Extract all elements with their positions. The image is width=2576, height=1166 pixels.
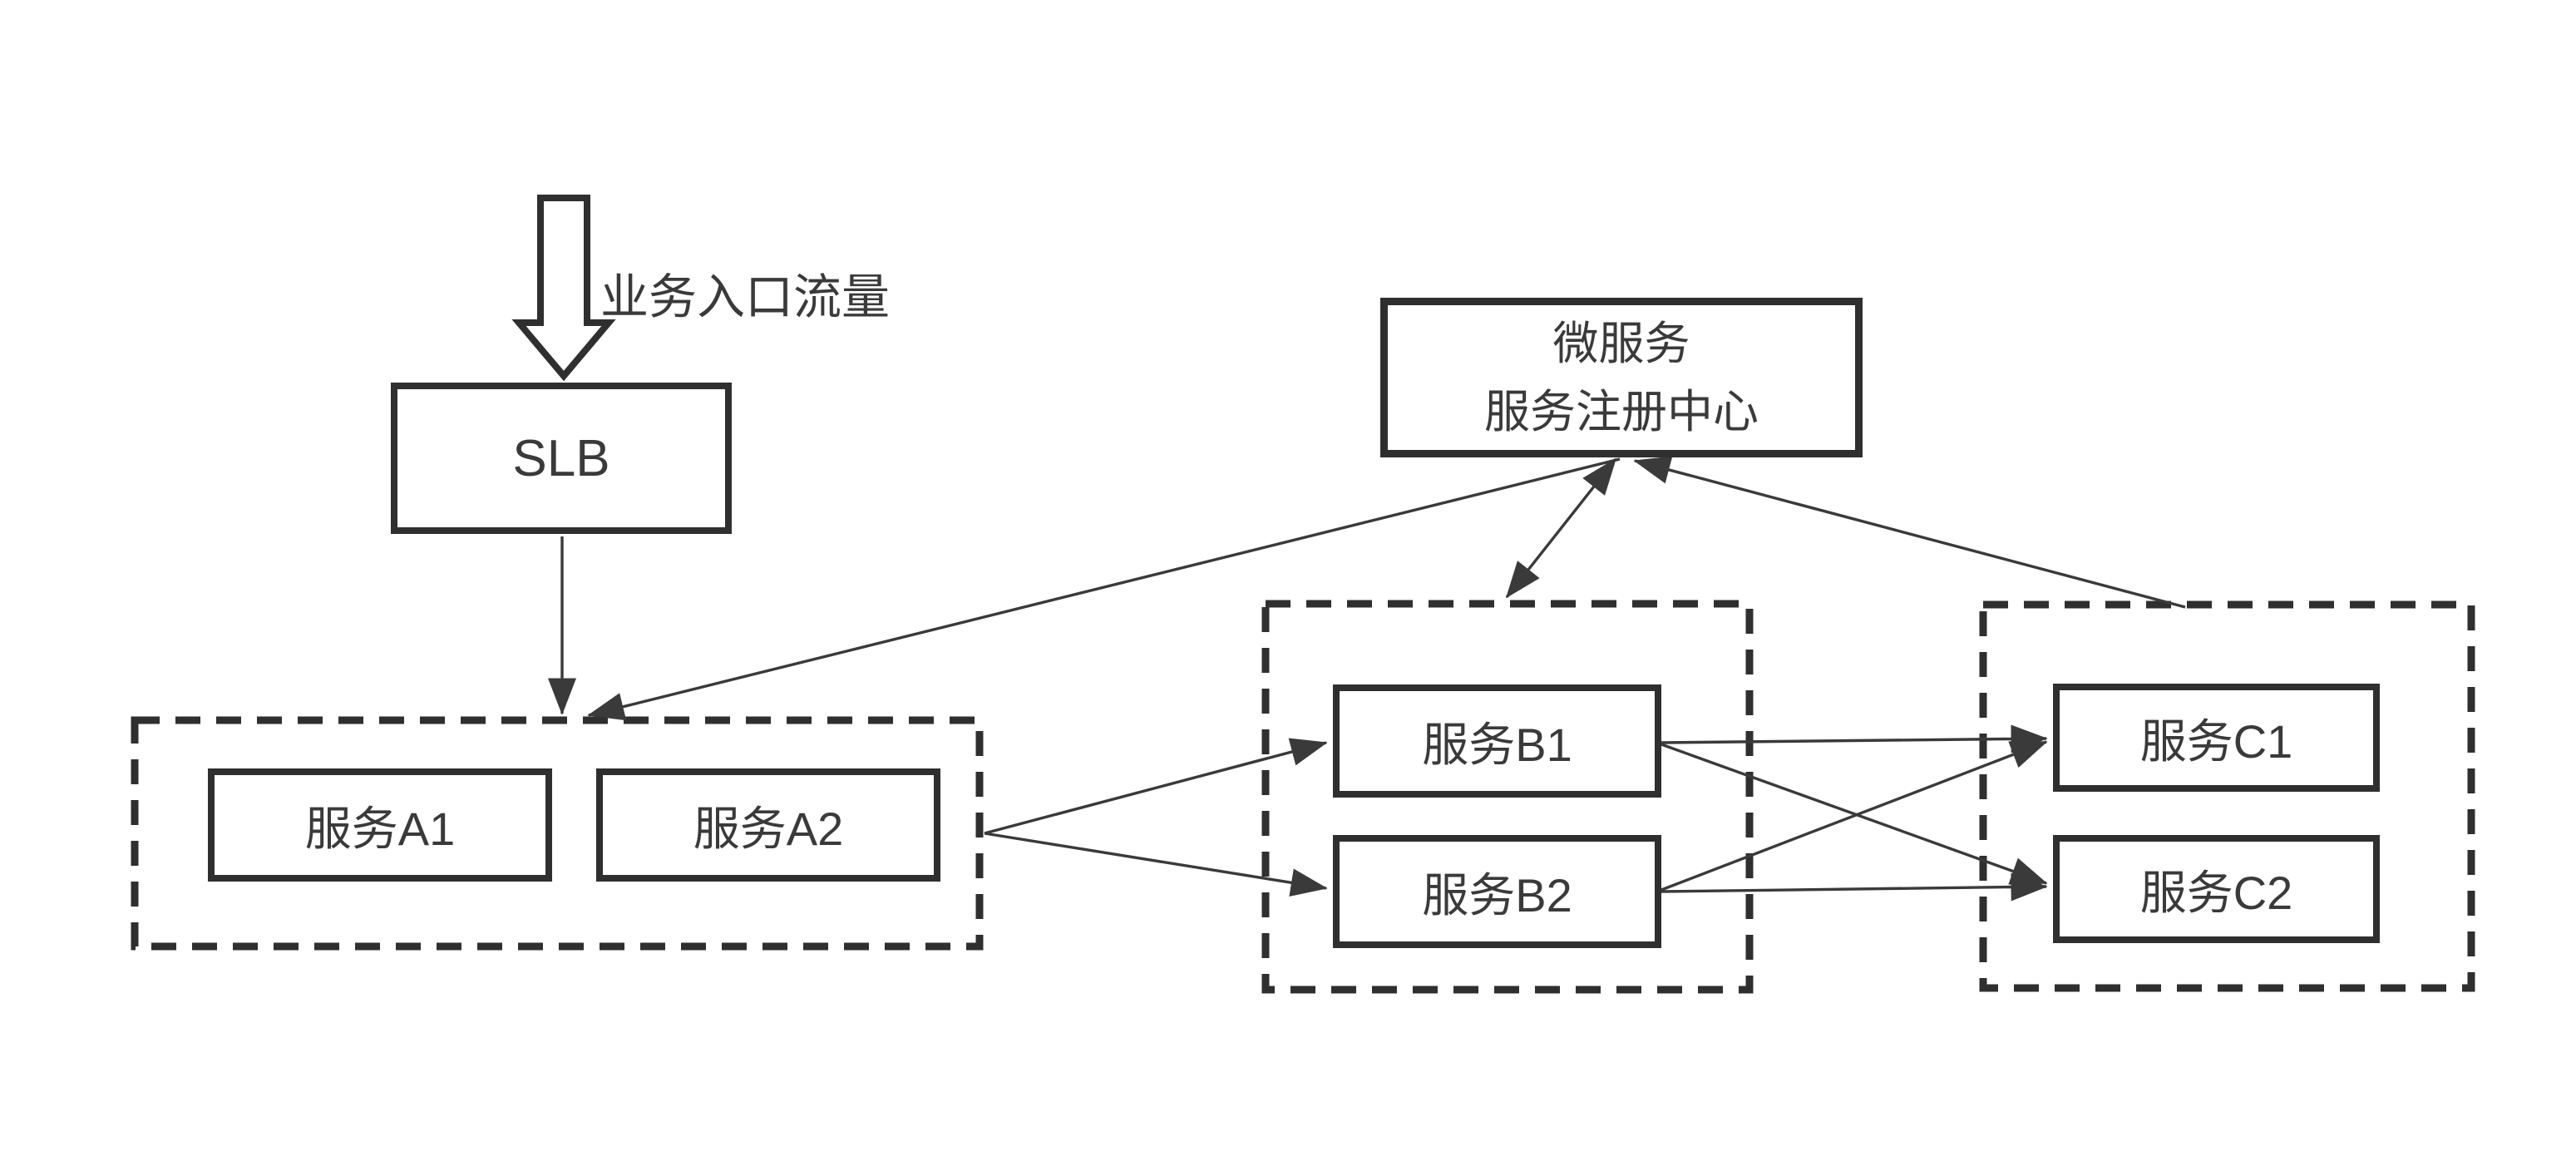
node-service-b2: 服务B2: [1333, 835, 1661, 948]
edge-b2-to-c1: [1661, 740, 2048, 892]
node-service-c2: 服务C2: [2053, 835, 2380, 943]
edge-b2-to-c2: [1661, 872, 2048, 902]
node-service-a2-label: 服务A2: [693, 802, 844, 855]
node-slb: SLB: [391, 383, 732, 534]
edge-registry-to-group-a: [587, 457, 1621, 721]
node-registry-label-line2: 服务注册中心: [1483, 386, 1759, 437]
node-service-b1-label: 服务B1: [1422, 718, 1572, 771]
node-service-c2-label: 服务C2: [2139, 866, 2293, 919]
edge-group-a-to-b1: [984, 738, 1328, 835]
node-registry-label-line1: 微服务: [1552, 318, 1690, 369]
node-service-c1: 服务C1: [2053, 684, 2380, 792]
node-service-c1-label: 服务C1: [2139, 714, 2293, 768]
node-registry: 微服务 服务注册中心: [1380, 298, 1863, 457]
edge-registry-group-b: [1505, 457, 1617, 599]
node-service-b2-label: 服务B2: [1422, 868, 1572, 921]
node-slb-label: SLB: [512, 429, 610, 487]
node-service-b1: 服务B1: [1333, 684, 1661, 798]
edge-b1-to-c2: [1661, 743, 2048, 885]
group-c-boundary: [1979, 600, 2475, 992]
traffic-arrow-icon: [511, 195, 616, 382]
traffic-arrow-label: 业务入口流量: [600, 270, 891, 324]
group-a-boundary: [131, 716, 984, 951]
node-service-a1: 服务A1: [208, 768, 552, 882]
edge-group-a-to-b2: [984, 832, 1328, 897]
node-service-a1-label: 服务A1: [304, 802, 456, 855]
edge-group-c-to-registry: [1633, 456, 2186, 609]
edge-b1-to-c1: [1661, 724, 2048, 753]
group-b-boundary: [1261, 600, 1754, 994]
node-service-a2: 服务A2: [596, 768, 940, 882]
